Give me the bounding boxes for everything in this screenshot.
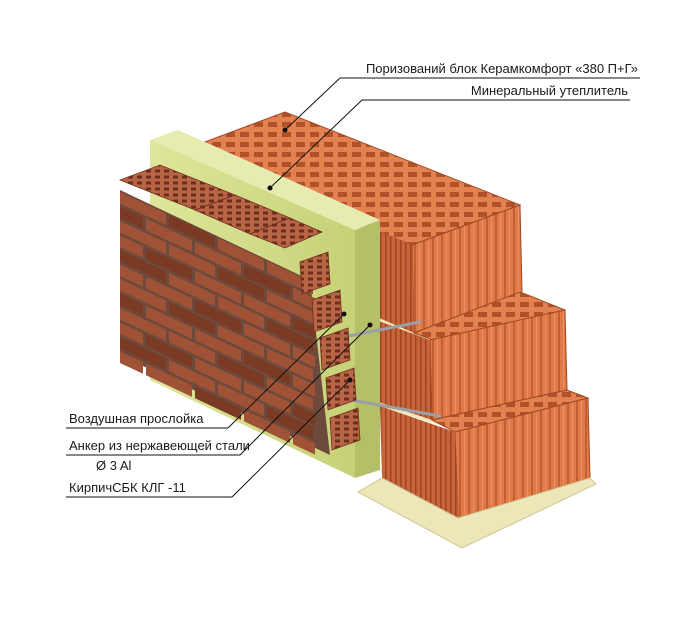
facing-brick [169, 244, 215, 278]
block-row-3-side [380, 406, 458, 518]
leader-insulation [269, 99, 630, 189]
facing-brick [267, 377, 313, 411]
facing-brick [120, 279, 166, 313]
anchor-rod-2 [338, 396, 442, 418]
facing-brick [120, 221, 166, 255]
facing-brick-wall [118, 164, 361, 455]
label-facing-brick: КирпичСБК КЛГ -11 [69, 480, 186, 495]
facing-brick [244, 380, 290, 414]
facing-brick [244, 351, 290, 385]
leader-block [284, 77, 640, 131]
leader-block-dot [282, 127, 288, 133]
facing-brick [146, 218, 192, 252]
facing-brick [244, 264, 290, 298]
facing-brick [120, 293, 143, 316]
facing-brick [169, 302, 215, 336]
facing-brick [195, 270, 241, 304]
facing-brick [293, 432, 315, 455]
facing-brick [146, 334, 192, 368]
facing-brick [169, 215, 215, 249]
block-row-1-side [372, 228, 414, 333]
facing-brick [218, 267, 264, 301]
facing-brick [120, 250, 166, 284]
label-air-gap: Воздушная прослойка [69, 411, 204, 426]
label-anchor: Анкер из нержавеющей стали [69, 438, 250, 453]
leader-air-gap-dot [341, 311, 347, 317]
facing-brick [195, 241, 241, 275]
facing-brick [293, 374, 315, 397]
facing-brick [120, 308, 166, 342]
facing-brick [120, 206, 143, 229]
facing-brick [218, 238, 264, 272]
steel-anchors [336, 320, 442, 418]
leader-insulation-dot [267, 185, 273, 191]
brick-end-hollow [319, 327, 351, 371]
block-row-2-side [376, 320, 432, 420]
insulation-top [150, 130, 380, 230]
facing-brick [267, 319, 313, 353]
facing-brick [120, 235, 143, 258]
label-mineral-insulation: Минеральный утеплитель [470, 83, 628, 98]
facing-brick [293, 316, 315, 339]
facing-brick [146, 305, 192, 339]
facing-brick [267, 348, 313, 382]
callout-lines [66, 77, 640, 498]
facing-brick [120, 192, 166, 226]
facing-brick [293, 345, 315, 368]
brick-end-hollow [299, 251, 331, 295]
label-ceramic-block: Поризований блок Керамкомфорт «380 П+Г» [365, 61, 638, 76]
facing-brick [146, 363, 192, 397]
anchor-rod-1 [336, 320, 422, 340]
facing-brick [169, 331, 215, 365]
facing-brick [195, 299, 241, 333]
leader-anchor-dot [367, 322, 373, 328]
facing-brick [218, 296, 264, 330]
facing-brick [195, 357, 241, 391]
leader-anchor [66, 324, 371, 456]
facing-brick [169, 360, 215, 394]
brick-top-row-3 [248, 217, 324, 249]
facing-brick [120, 322, 143, 345]
facing-brick [244, 322, 290, 356]
facing-brick [218, 354, 264, 388]
facing-brick [146, 276, 192, 310]
facing-brick [293, 287, 315, 310]
facing-brick [120, 351, 143, 374]
facing-brick [195, 328, 241, 362]
brick-end-hollow [311, 289, 343, 333]
leader-brick-dot [347, 377, 353, 383]
brick-end-hollow [329, 407, 361, 451]
label-anchor-diameter: Ø 3 Al [96, 458, 132, 473]
facing-brick [120, 264, 143, 287]
ceramic-block-wall [176, 111, 597, 549]
facing-brick [120, 337, 166, 371]
facing-brick [169, 273, 215, 307]
leader-brick [66, 379, 351, 498]
facing-brick [244, 409, 290, 443]
facing-brick [146, 247, 192, 281]
facing-brick [267, 290, 313, 324]
facing-brick [218, 325, 264, 359]
facing-brick [195, 386, 241, 420]
leader-air-gap [66, 313, 345, 429]
insulation-edge [355, 220, 380, 478]
facing-brick [244, 293, 290, 327]
facing-brick [267, 406, 313, 440]
base-slab [356, 477, 597, 549]
facing-brick [218, 383, 264, 417]
